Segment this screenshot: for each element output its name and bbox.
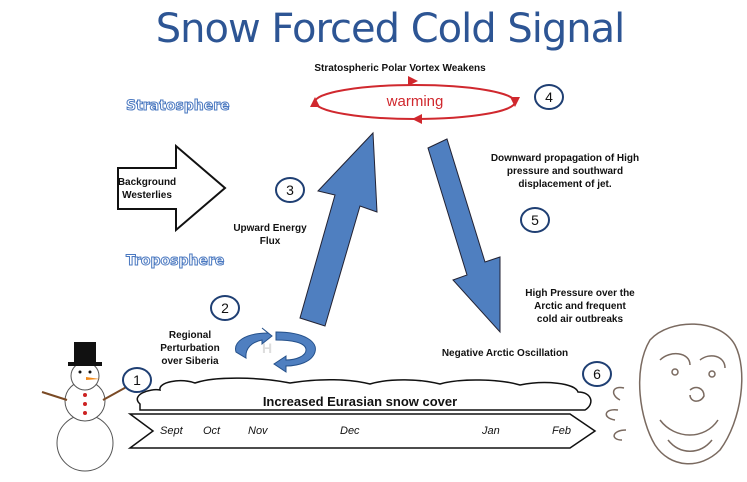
- step-6-circle: [582, 361, 612, 387]
- month-oct: Oct: [203, 425, 221, 437]
- page-title: Snow Forced Cold Signal: [155, 6, 625, 52]
- vortex-arrowhead: [412, 114, 422, 124]
- timeline-arrow: [127, 413, 597, 449]
- step-4-circle: [534, 84, 564, 110]
- stratosphere-label: Stratosphere: [126, 98, 231, 115]
- step-5: 5: [531, 212, 539, 228]
- nao-label: Negative Arctic Oscillation: [441, 348, 569, 359]
- snowman-icon: [41, 342, 131, 472]
- month-jan: Jan: [482, 425, 500, 437]
- step-2-circle: [210, 295, 240, 321]
- troposphere-label: Troposphere: [125, 253, 225, 270]
- vortex-arrowhead: [310, 97, 320, 107]
- high-pressure-h: H: [262, 340, 273, 356]
- vortex-arrowhead: [510, 97, 520, 107]
- step-1-circle: [122, 367, 152, 393]
- rotation-arrows-icon: [235, 327, 316, 373]
- vortex-arrowhead: [408, 76, 418, 86]
- step-6: 6: [593, 366, 601, 382]
- month-dec: Dec: [340, 425, 360, 437]
- month-sept: Sept: [160, 425, 183, 437]
- snow-cover-label: Increased Eurasian snow cover: [262, 394, 458, 409]
- month-feb: Feb: [552, 425, 571, 437]
- step-4: 4: [545, 89, 553, 105]
- warming-label: warming: [386, 93, 444, 110]
- month-nov: Nov: [248, 425, 268, 437]
- step-1: 1: [133, 372, 141, 388]
- step-3-circle: [275, 177, 305, 203]
- step-5-circle: [520, 207, 550, 233]
- westerlies-arrow: [117, 143, 227, 233]
- step-3: 3: [286, 182, 294, 198]
- vortex-label: Stratospheric Polar Vortex Weakens: [314, 63, 486, 74]
- upward-arrow: [299, 131, 378, 327]
- wind-face-icon: [605, 323, 743, 465]
- snow-cloud: [136, 377, 592, 411]
- step-2: 2: [221, 300, 229, 316]
- downward-arrow: [427, 138, 501, 334]
